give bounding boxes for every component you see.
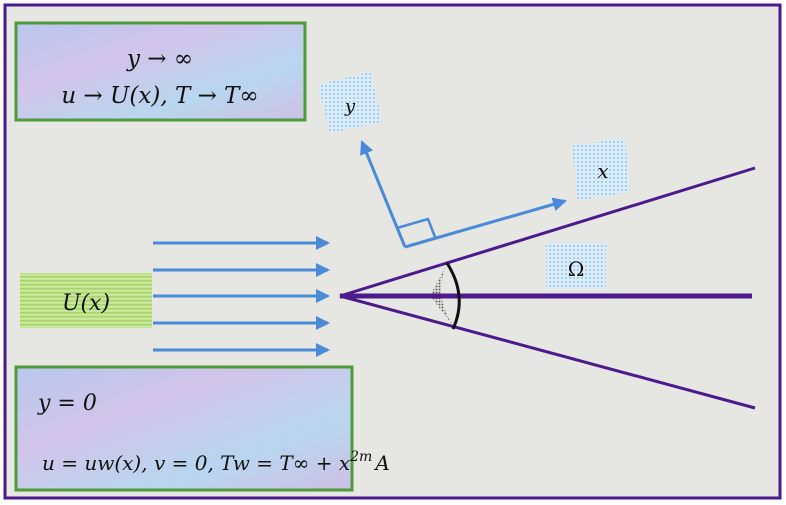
- wall-condition-main: u = uw(x), v = 0, Tw = T∞ + x: [42, 451, 350, 475]
- y-axis-label: y: [318, 72, 382, 133]
- free-stream-arrows: [153, 236, 330, 357]
- x-axis-label-text: x: [597, 159, 608, 183]
- y-axis-arrow: [360, 140, 407, 248]
- coordinate-axes: [360, 140, 567, 249]
- right-angle-marker: [396, 217, 437, 238]
- wedge-angle-label: Ω: [546, 243, 606, 289]
- x-axis-arrow: [404, 197, 567, 249]
- free-stream-velocity-text: U(x): [62, 291, 110, 316]
- y-axis-label-text: y: [344, 96, 356, 117]
- wall-condition-line1: y = 0: [37, 391, 97, 416]
- far-field-line2: u → U(x), T → T∞: [61, 83, 258, 109]
- wall-condition-exponent: 2m: [349, 449, 372, 465]
- far-field-line1: y → ∞: [126, 46, 193, 72]
- wedge: [339, 166, 756, 410]
- wall-condition-tail: A: [373, 451, 389, 475]
- far-field-condition-box: y → ∞ u → U(x), T → T∞: [14, 21, 307, 122]
- x-axis-label: x: [572, 138, 630, 200]
- free-stream-velocity-box: U(x): [20, 273, 152, 328]
- wedge-angle-label-text: Ω: [568, 257, 585, 281]
